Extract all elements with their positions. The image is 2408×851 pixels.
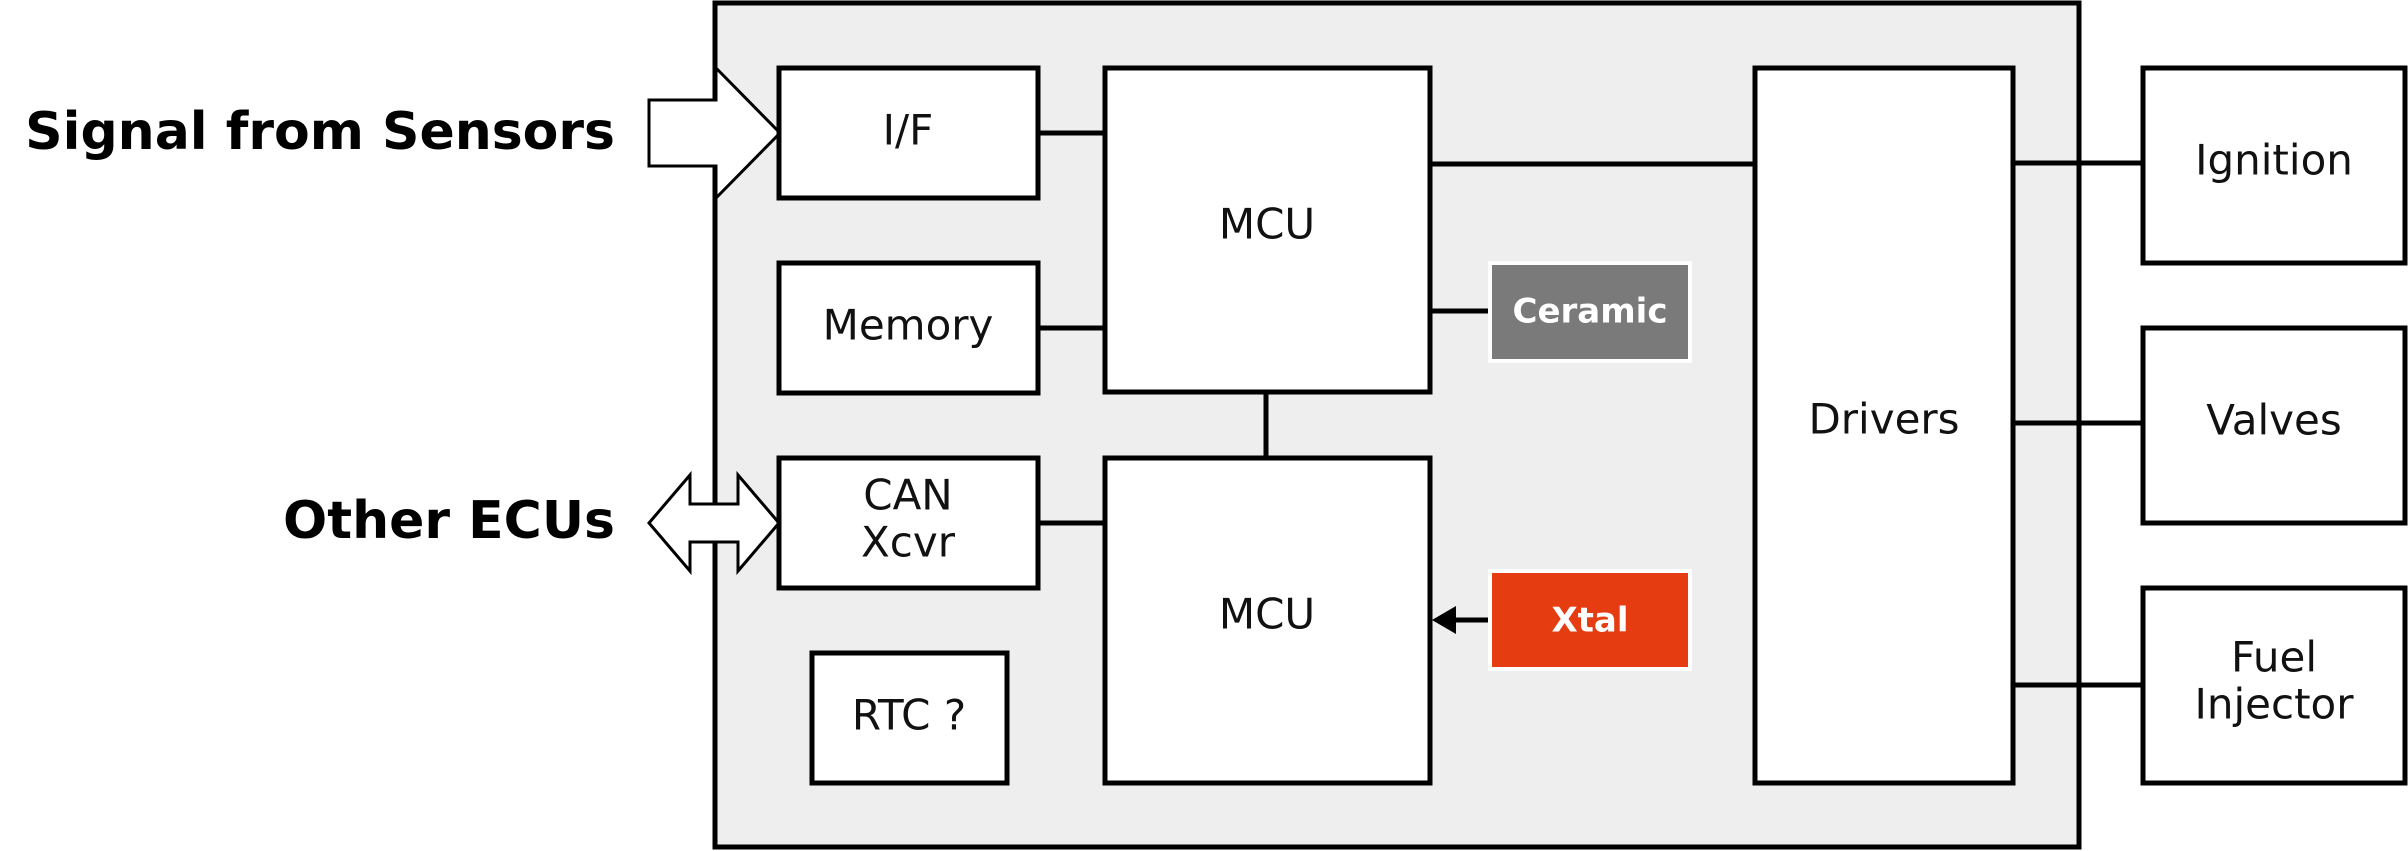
mcu-bottom-label: MCU	[1219, 590, 1315, 639]
if-label: I/F	[883, 106, 934, 155]
can-label-line1: CAN	[863, 471, 952, 520]
other-ecus-label: Other ECUs	[283, 491, 615, 551]
sensor-input-arrow	[647, 64, 783, 202]
mcu-top-label: MCU	[1219, 200, 1315, 249]
memory-block: Memory	[776, 260, 1041, 396]
can-label-line2: Xcvr	[861, 518, 956, 567]
connection-lines	[1038, 130, 2143, 688]
rtc-block: RTC ?	[809, 650, 1010, 786]
drivers-block: Drivers	[1752, 65, 2016, 786]
valves-label: Valves	[2206, 396, 2341, 445]
sensors-label: Signal from Sensors	[25, 102, 615, 162]
if-block: I/F	[776, 65, 1041, 201]
mcu-bottom-block: MCU	[1102, 455, 1433, 786]
xtal-label: Xtal	[1551, 601, 1628, 641]
fuel-label-line2: Injector	[2194, 680, 2354, 729]
xtal-oscillator: Xtal	[1488, 569, 1692, 671]
rtc-label: RTC ?	[852, 691, 966, 740]
fuel-label-line1: Fuel	[2231, 633, 2317, 682]
ceramic-label: Ceramic	[1513, 292, 1668, 332]
mcu-top-block: MCU	[1102, 65, 1433, 395]
can-xcvr-block: CAN Xcvr	[776, 455, 1041, 591]
valves-block: Valves	[2140, 325, 2408, 526]
ignition-label: Ignition	[2195, 136, 2353, 185]
memory-label: Memory	[823, 301, 994, 350]
ignition-block: Ignition	[2140, 65, 2408, 266]
fuel-injector-block: Fuel Injector	[2140, 585, 2408, 786]
drivers-label: Drivers	[1808, 395, 1959, 444]
xtal-arrowhead	[1432, 606, 1456, 634]
ceramic-resonator: Ceramic	[1488, 261, 1692, 363]
